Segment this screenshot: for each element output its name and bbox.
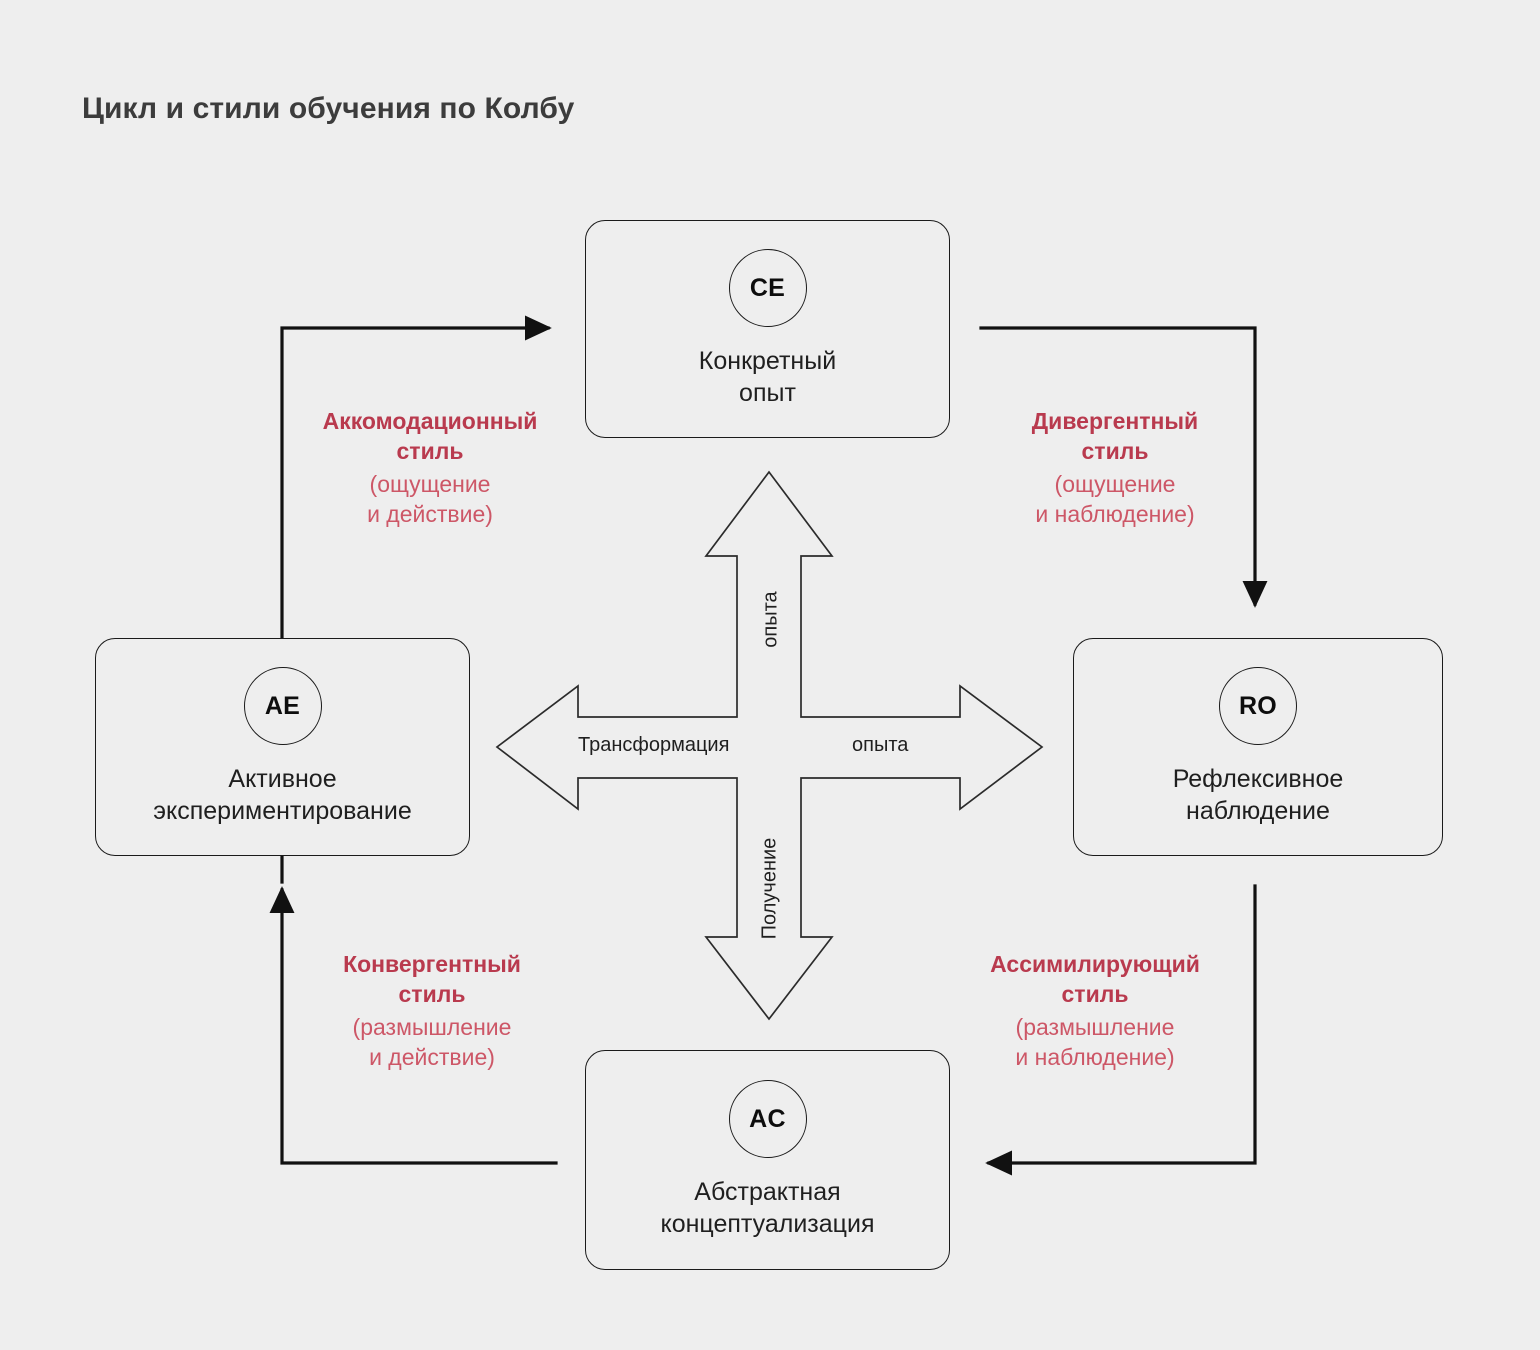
style-sub-assimilating: (размышление и наблюдение) <box>1015 1013 1175 1071</box>
axis-label-down: Получение <box>758 837 781 940</box>
node-label-ro: Рефлексивное наблюдение <box>1172 765 1344 825</box>
style-sub-converging: (размышление и действие) <box>352 1013 512 1071</box>
node-code-ro: RO <box>1219 667 1297 745</box>
node-label-ae: Активное экспериментирование <box>153 765 412 825</box>
node-code-ce: CE <box>728 249 807 327</box>
page-title: Цикл и стили обучения по Колбу <box>82 92 575 125</box>
node-code-ac: AC <box>728 1080 807 1158</box>
node-active-experimentation[interactable]: AE Активное экспериментирование <box>95 638 470 856</box>
style-title-converging: Конвергентный стиль <box>343 951 521 1007</box>
style-label-converging: Конвергентный стиль (размышление и дейст… <box>292 950 572 1073</box>
node-code-ae: AE <box>243 667 322 745</box>
style-label-accommodating: Аккомодационный стиль (ощущение и действ… <box>290 407 570 530</box>
node-reflective-observation[interactable]: RO Рефлексивное наблюдение <box>1073 638 1443 856</box>
style-title-accommodating: Аккомодационный стиль <box>322 408 538 464</box>
node-concrete-experience[interactable]: CE Конкретный опыт <box>585 220 950 438</box>
style-title-assimilating: Ассимилирующий стиль <box>990 951 1200 1007</box>
node-label-ce: Конкретный опыт <box>698 347 837 407</box>
axis-label-left: Трансформация <box>578 734 730 756</box>
axis-label-up: опыта <box>759 591 782 648</box>
style-label-diverging: Дивергентный стиль (ощущение и наблюдени… <box>975 407 1255 530</box>
node-abstract-conceptualization[interactable]: AC Абстрактная концептуализация <box>585 1050 950 1270</box>
style-sub-diverging: (ощущение и наблюдение) <box>1035 470 1195 528</box>
style-label-assimilating: Ассимилирующий стиль (размышление и набл… <box>955 950 1235 1073</box>
node-label-ac: Абстрактная концептуализация <box>660 1178 875 1238</box>
axis-label-right: опыта <box>852 734 909 756</box>
style-sub-accommodating: (ощущение и действие) <box>367 470 493 528</box>
style-title-diverging: Дивергентный стиль <box>1031 408 1199 464</box>
